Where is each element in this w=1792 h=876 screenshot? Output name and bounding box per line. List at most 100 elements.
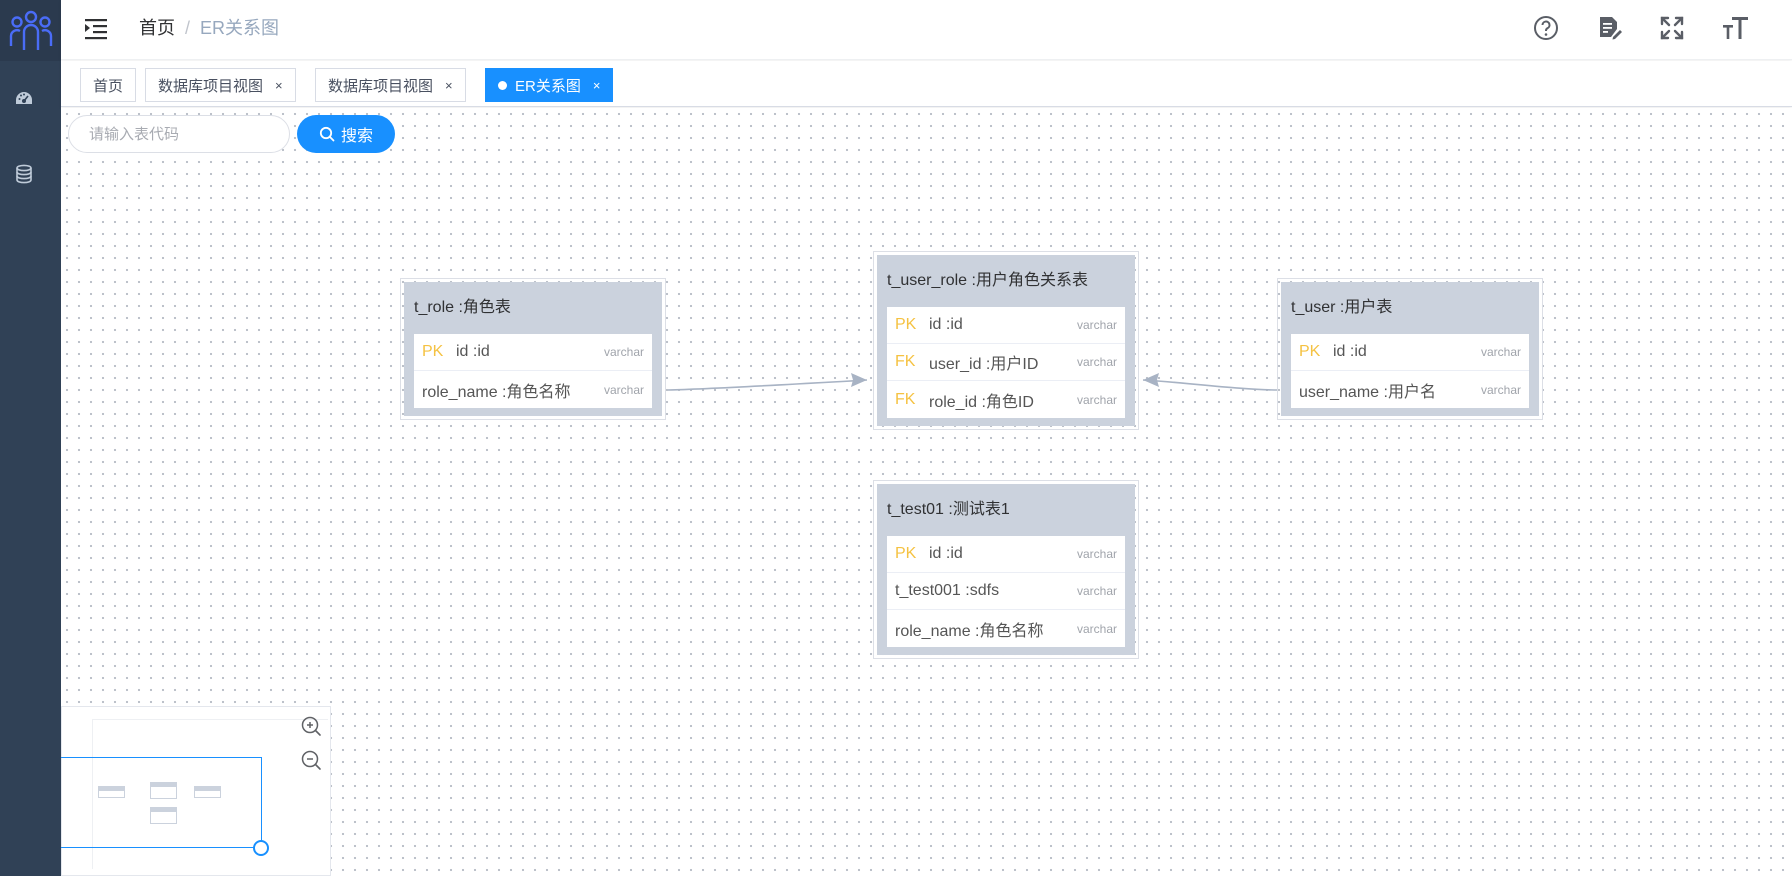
relation-link-user	[1142, 379, 1279, 391]
breadcrumb-home[interactable]: 首页	[139, 18, 175, 38]
hamburger-icon	[85, 19, 107, 40]
er-field-row: PK id :id varchar	[414, 334, 652, 371]
font-size-icon	[1723, 17, 1748, 39]
active-dot-icon	[498, 80, 507, 90]
tag-database-project-view-1[interactable]: 数据库项目视图 ×	[145, 68, 296, 102]
sidebar-item-database[interactable]	[12, 162, 36, 186]
er-table-t-test01[interactable]: t_test01 :测试表1 PK id :id varchar t_test0…	[873, 480, 1139, 659]
team-logo-icon	[9, 10, 52, 50]
close-icon[interactable]: ×	[445, 77, 453, 93]
zoom-in-button[interactable]	[300, 715, 322, 737]
field-type: varchar	[1480, 382, 1521, 397]
field-name: role_name :角色名称	[895, 622, 1044, 640]
er-table-title: t_user :用户表	[1291, 299, 1393, 316]
help-button[interactable]	[1531, 13, 1561, 43]
field-type: varchar	[1076, 547, 1117, 561]
sidebar-toggle-button[interactable]	[83, 15, 109, 41]
er-field-row: t_test001 :sdfs varchar	[887, 573, 1125, 610]
field-name: user_name :用户名	[1299, 383, 1436, 401]
minimap-frame	[92, 719, 328, 869]
fullscreen-button[interactable]	[1657, 13, 1687, 43]
er-field-row: role_name :角色名称 varchar	[887, 610, 1125, 647]
er-field-row: PK id :id varchar	[1291, 334, 1529, 371]
breadcrumb: 首页 / ER关系图	[139, 16, 279, 40]
fullscreen-icon	[1660, 16, 1684, 40]
field-name: id :id	[456, 343, 490, 360]
question-circle-icon	[1534, 16, 1558, 40]
breadcrumb-current: ER关系图	[200, 18, 280, 38]
search-button-label: 搜索	[340, 128, 373, 145]
er-table-title: t_test01 :测试表1	[887, 501, 1010, 518]
field-key: PK	[895, 545, 917, 562]
arrow-icon	[1143, 373, 1159, 387]
navbar: 首页 / ER关系图	[61, 0, 1792, 60]
tag-label: 首页	[93, 77, 124, 95]
zoom-out-button[interactable]	[300, 749, 322, 771]
breadcrumb-separator: /	[185, 18, 191, 38]
field-key: FK	[895, 353, 916, 370]
er-table-t-role[interactable]: t_role :角色表 PK id :id varchar role_name …	[400, 278, 666, 420]
search-input[interactable]	[68, 115, 290, 153]
minimap-table	[98, 786, 125, 798]
minimap-table	[150, 782, 177, 799]
minimap-resize-handle[interactable]	[253, 840, 269, 856]
field-name: t_test001 :sdfs	[895, 582, 1000, 599]
minimap-table	[194, 786, 221, 798]
er-field-row: FK role_id :角色ID varchar	[887, 381, 1125, 418]
tag-home[interactable]: 首页	[80, 68, 137, 102]
close-icon[interactable]: ×	[592, 77, 601, 93]
document-edit-button[interactable]	[1594, 13, 1624, 43]
er-field-row: PK id :id varchar	[887, 536, 1125, 573]
logo[interactable]	[0, 0, 61, 61]
field-type: varchar	[603, 345, 644, 359]
field-type: varchar	[1076, 584, 1117, 598]
er-field-row: PK id :id varchar	[887, 307, 1125, 344]
tag-label: 数据库项目视图	[328, 77, 434, 95]
field-key: PK	[1299, 343, 1321, 360]
arrow-icon	[851, 373, 867, 387]
er-table-title: t_user_role :用户角色关系表	[887, 272, 1088, 289]
field-name: user_id :用户ID	[929, 356, 1039, 373]
document-edit-icon	[1600, 17, 1622, 40]
field-type: varchar	[1076, 392, 1117, 407]
close-icon[interactable]: ×	[275, 77, 283, 93]
field-type: varchar	[1076, 318, 1117, 332]
tag-label: 数据库项目视图	[158, 77, 264, 95]
field-type: varchar	[1076, 355, 1117, 369]
tag-label: ER关系图	[515, 77, 581, 95]
sidebar	[0, 0, 61, 876]
sidebar-item-dashboard[interactable]	[12, 87, 36, 111]
zoom-in-icon	[301, 716, 321, 736]
er-field-row: FK user_id :用户ID varchar	[887, 344, 1125, 381]
dashboard-icon	[16, 92, 32, 104]
tag-database-project-view-2[interactable]: 数据库项目视图 ×	[315, 68, 466, 102]
field-name: id :id	[1333, 343, 1367, 360]
minimap-table	[150, 807, 177, 824]
er-table-t-user[interactable]: t_user :用户表 PK id :id varchar user_name …	[1277, 278, 1543, 420]
font-size-button[interactable]	[1720, 13, 1750, 43]
tag-er-diagram[interactable]: ER关系图 ×	[485, 68, 614, 102]
field-type: varchar	[1076, 621, 1117, 636]
field-key: PK	[422, 343, 444, 360]
field-key: FK	[895, 390, 916, 408]
minimap-viewport[interactable]	[61, 757, 262, 848]
er-table-t-user-role[interactable]: t_user_role :用户角色关系表 PK id :id varchar F…	[873, 251, 1139, 430]
field-name: id :id	[929, 545, 963, 562]
search-button[interactable]: 搜索	[297, 115, 395, 153]
er-field-row: role_name :角色名称 varchar	[414, 371, 652, 408]
field-name: id :id	[929, 316, 963, 333]
tags-view: 首页 数据库项目视图 × 数据库项目视图 × ER关系图 ×	[61, 61, 1792, 107]
er-field-row: user_name :用户名 varchar	[1291, 371, 1529, 408]
minimap[interactable]	[61, 706, 331, 876]
zoom-out-icon	[301, 750, 321, 770]
field-type: varchar	[1480, 345, 1521, 359]
er-canvas[interactable]: 搜索 t_role :角色表 PK id :id varchar role_na…	[61, 108, 1792, 876]
er-table-title: t_role :角色表	[414, 299, 511, 316]
field-key: PK	[895, 316, 917, 333]
field-type: varchar	[603, 382, 644, 397]
field-name: role_id :角色ID	[929, 393, 1034, 411]
search-icon	[319, 126, 335, 142]
database-icon	[16, 164, 32, 184]
relation-link-role	[667, 379, 868, 391]
field-name: role_name :角色名称	[422, 383, 571, 401]
